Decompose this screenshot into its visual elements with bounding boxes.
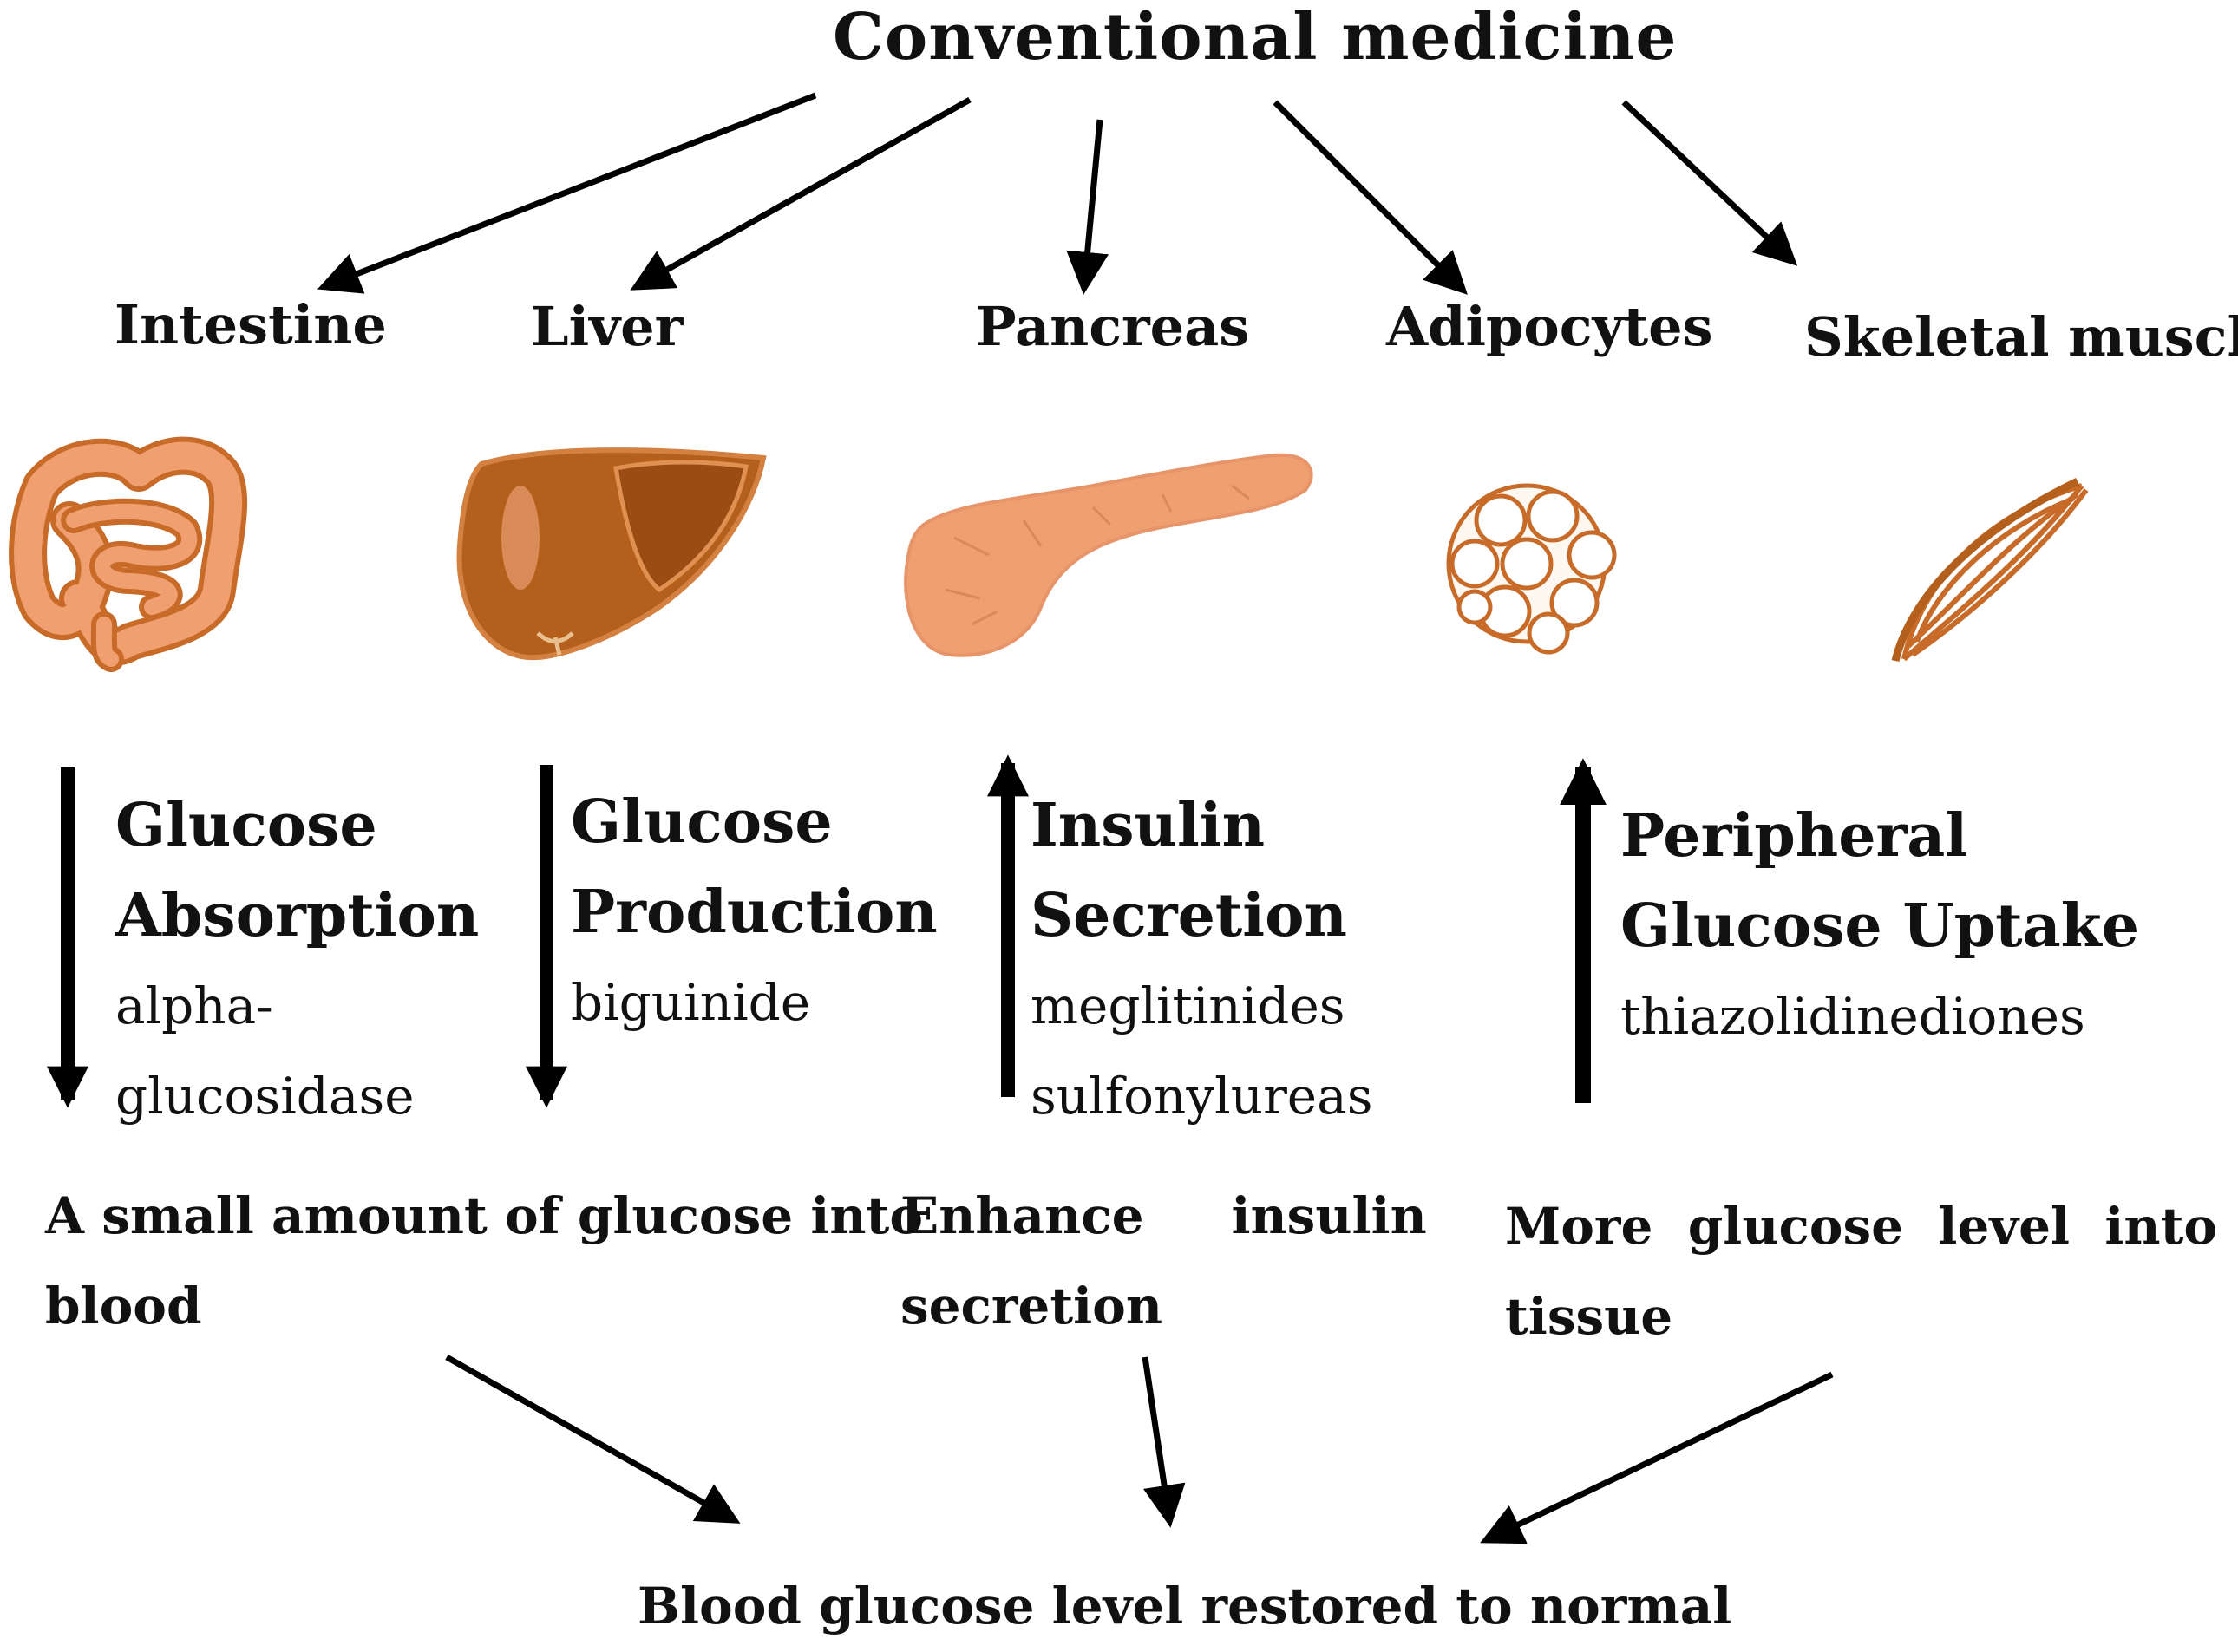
arrow-to-intestine: [317, 92, 817, 294]
arrow-to-pancreas: [1066, 119, 1109, 295]
final-result: Blood glucose level restored to normal: [638, 1577, 1732, 1636]
pancreas-icon: [904, 453, 1313, 657]
organ-label-liver: Liver: [531, 295, 684, 358]
outcome-line: More glucose level into: [1505, 1197, 2218, 1256]
liver-icon: [456, 447, 767, 661]
arrow-outcome-right: [1480, 1371, 1834, 1544]
organ-label-skeletal-muscle: Skeletal muscle: [1804, 305, 2238, 369]
effect-production: Glucose Production biguinide: [571, 777, 938, 1048]
drug-name: biguinide: [571, 973, 811, 1032]
drug-name: glucosidase: [115, 1067, 415, 1126]
effect-heading: Glucose: [115, 791, 377, 860]
outcome-middle: Enhance insulin secretion: [900, 1171, 1427, 1351]
arrow-to-skeletal-muscle: [1621, 100, 1798, 266]
effect-heading: Glucose: [571, 787, 833, 857]
effect-absorption: Glucose Absorption alpha- glucosidase: [115, 780, 479, 1141]
outcome-line: tissue: [1505, 1287, 1673, 1346]
drug-name: alpha-: [115, 976, 273, 1035]
drug-name: meglitinides: [1031, 976, 1345, 1035]
arrow-to-liver: [630, 96, 972, 291]
effect-heading: Absorption: [115, 881, 480, 950]
organ-label-intestine: Intestine: [115, 293, 387, 356]
effect-heading: Insulin: [1031, 791, 1266, 860]
arrow-outcome-middle: [1142, 1356, 1186, 1528]
arrow-to-adipocytes: [1273, 100, 1468, 295]
intestine-icon: [9, 436, 248, 672]
outcome-line: Enhance insulin: [900, 1186, 1427, 1245]
outcome-left: A small amount of glucose into blood: [45, 1171, 923, 1351]
effect-heading: Secretion: [1031, 881, 1347, 950]
effect-heading: Production: [571, 878, 938, 947]
diagram-title: Conventional medicine: [833, 0, 1678, 75]
outcome-right: More glucose level into tissue: [1505, 1181, 2217, 1361]
effect-heading: Glucose Uptake: [1620, 891, 2140, 961]
organ-label-adipocytes: Adipocytes: [1386, 295, 1713, 358]
drug-name: sulfonylureas: [1031, 1067, 1373, 1126]
outcome-line: blood: [45, 1277, 202, 1335]
arrow-outcome-left: [445, 1354, 741, 1524]
effect-heading: Peripheral: [1620, 801, 1968, 871]
outcome-line: A small amount of glucose into: [45, 1186, 924, 1245]
effect-insulin-secretion: Insulin Secretion meglitinides sulfonylu…: [1031, 780, 1372, 1141]
skeletal-muscle-icon: [1891, 477, 2089, 663]
effect-peripheral-uptake: Peripheral Glucose Uptake thiazolidinedi…: [1620, 791, 2139, 1061]
organ-label-pancreas: Pancreas: [976, 295, 1250, 358]
outcome-line: secretion: [900, 1277, 1163, 1335]
adipocytes-icon: [1446, 483, 1617, 655]
drug-name: thiazolidinediones: [1620, 987, 2085, 1046]
